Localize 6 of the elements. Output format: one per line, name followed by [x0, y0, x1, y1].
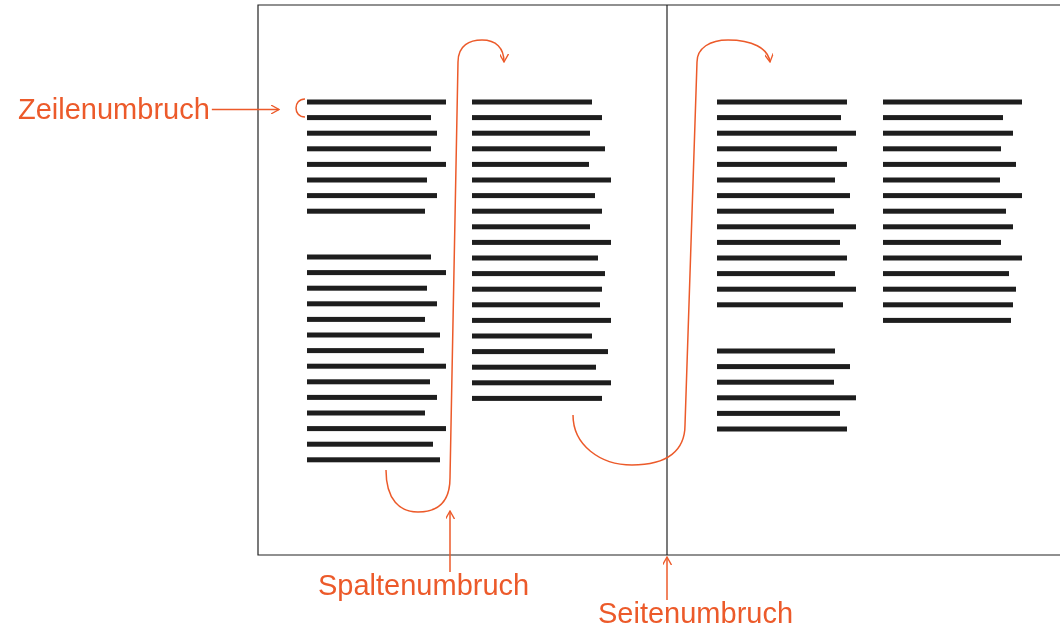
leader-line — [211, 104, 280, 115]
callout-label: Zeilenumbruch — [18, 95, 210, 124]
leader-line — [661, 556, 673, 601]
leader-line — [444, 510, 456, 573]
callout-label: Seitenumbruch — [598, 599, 794, 628]
callout-label: Spaltenumbruch — [318, 571, 530, 600]
